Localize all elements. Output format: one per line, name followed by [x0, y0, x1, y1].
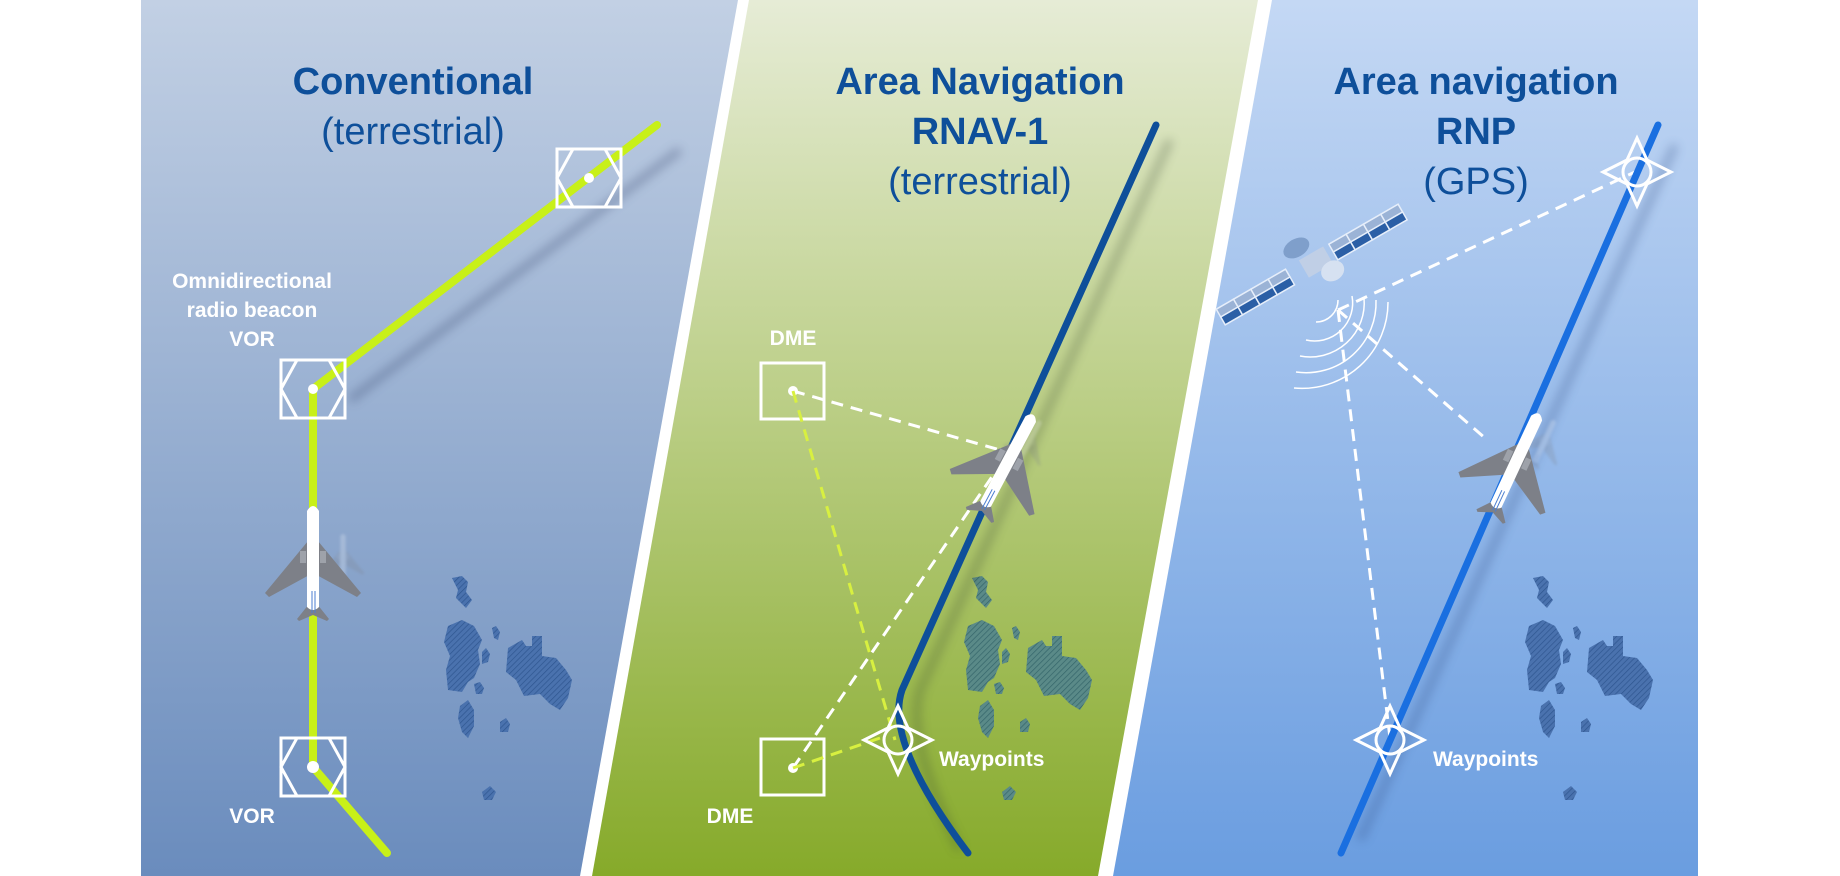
rnav-type: (terrestrial): [888, 161, 1072, 203]
waypoints-label: Waypoints: [1433, 748, 1538, 771]
signal-waves-icon: [1293, 295, 1389, 390]
conventional-diagram: [264, 121, 683, 857]
rnav-title: Area Navigation: [835, 61, 1124, 103]
satellite-icon: [1215, 203, 1409, 326]
waypoints-label: Waypoints: [939, 748, 1044, 771]
rnav-diagram: [759, 121, 1174, 857]
dme-bottom-icon: [759, 737, 826, 797]
vor-bottom-label: VOR: [229, 805, 275, 828]
dme-bottom-label: DME: [707, 805, 754, 828]
conventional-subtitle: (terrestrial): [321, 111, 505, 153]
beacon-label-line3: VOR: [229, 328, 275, 351]
conventional-title: Conventional: [293, 61, 534, 103]
panel-rnav: [592, 0, 1258, 876]
beacon-label-line2: radio beacon: [187, 299, 318, 322]
rnp-subtitle: RNP: [1436, 111, 1516, 153]
rnav-subtitle: RNAV-1: [912, 111, 1049, 153]
dme-top-icon: [759, 361, 826, 421]
beacon-label-line1: Omnidirectional: [172, 270, 332, 293]
rnp-diagram: [1215, 121, 1679, 857]
rnp-type: (GPS): [1423, 161, 1529, 203]
rnp-title: Area navigation: [1333, 61, 1618, 103]
dme-top-label: DME: [770, 327, 817, 350]
